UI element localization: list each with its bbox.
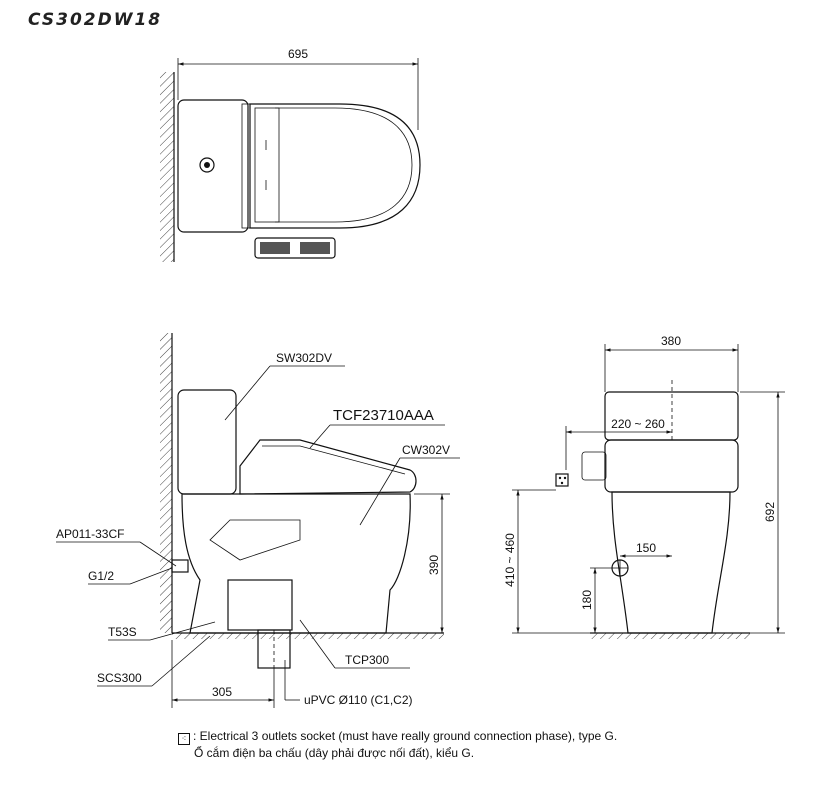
- wall-hatch: [160, 72, 174, 262]
- model-title: CS302DW18: [28, 10, 163, 30]
- front-floor-hatch: [590, 633, 750, 639]
- side-tank: [177, 389, 237, 495]
- label-tcf23710aaa: TCF23710AAA: [333, 407, 434, 424]
- inlet-valve: [171, 559, 189, 573]
- side-floor-hatch: [172, 633, 444, 639]
- label-t53s: T53S: [108, 625, 137, 639]
- legend-line-2: Ổ cắm điện ba chấu (dây phải được nối đấ…: [194, 746, 475, 760]
- label-upvc: uPVC Ø110 (C1,C2): [304, 693, 413, 707]
- drain-fitting: [227, 579, 293, 631]
- label-cw302v: CW302V: [402, 443, 450, 457]
- dim-220-260-text: 220 ~ 260: [611, 417, 665, 431]
- legend-line-1: ⁖: Electrical 3 outlets socket (must hav…: [178, 728, 617, 745]
- dim-180-text: 180: [580, 590, 594, 610]
- label-scs300: SCS300: [97, 671, 142, 685]
- legend: ⁖: Electrical 3 outlets socket (must hav…: [178, 728, 617, 761]
- side-view: 390 305 SW302DV TCF23710AAA CW302V AP011…: [56, 333, 460, 708]
- top-view: 695: [160, 47, 421, 262]
- dim-692-text: 692: [763, 502, 777, 522]
- front-seat: [604, 439, 739, 493]
- seat-top: [249, 103, 421, 229]
- flush-button-icon: [199, 157, 215, 173]
- dim-695-text: 695: [288, 47, 308, 61]
- tank-top: [177, 99, 249, 233]
- side-seat: [239, 439, 417, 495]
- dim-390-text: 390: [427, 555, 441, 575]
- label-tcp300: TCP300: [345, 653, 389, 667]
- dim-150-text: 150: [636, 541, 656, 555]
- dim-380-text: 380: [661, 334, 681, 348]
- remote-control: [254, 237, 336, 259]
- front-view: 380 220 ~ 260 692 410 ~ 460 150: [503, 334, 785, 639]
- side-bowl: [181, 493, 411, 634]
- socket-legend-icon: ⁖: [178, 733, 190, 745]
- dim-305-text: 305: [212, 685, 232, 699]
- label-sw302dv: SW302DV: [276, 351, 332, 365]
- side-wall-hatch: [160, 333, 172, 633]
- label-g12: G1/2: [88, 569, 114, 583]
- legend-text-en: : Electrical 3 outlets socket (must have…: [193, 729, 618, 743]
- dim-410-460-text: 410 ~ 460: [503, 533, 517, 587]
- front-bowl: [611, 491, 731, 634]
- socket-icon: [555, 473, 569, 487]
- label-ap011-33cf: AP011-33CF: [56, 527, 124, 541]
- front-tank: [604, 391, 739, 441]
